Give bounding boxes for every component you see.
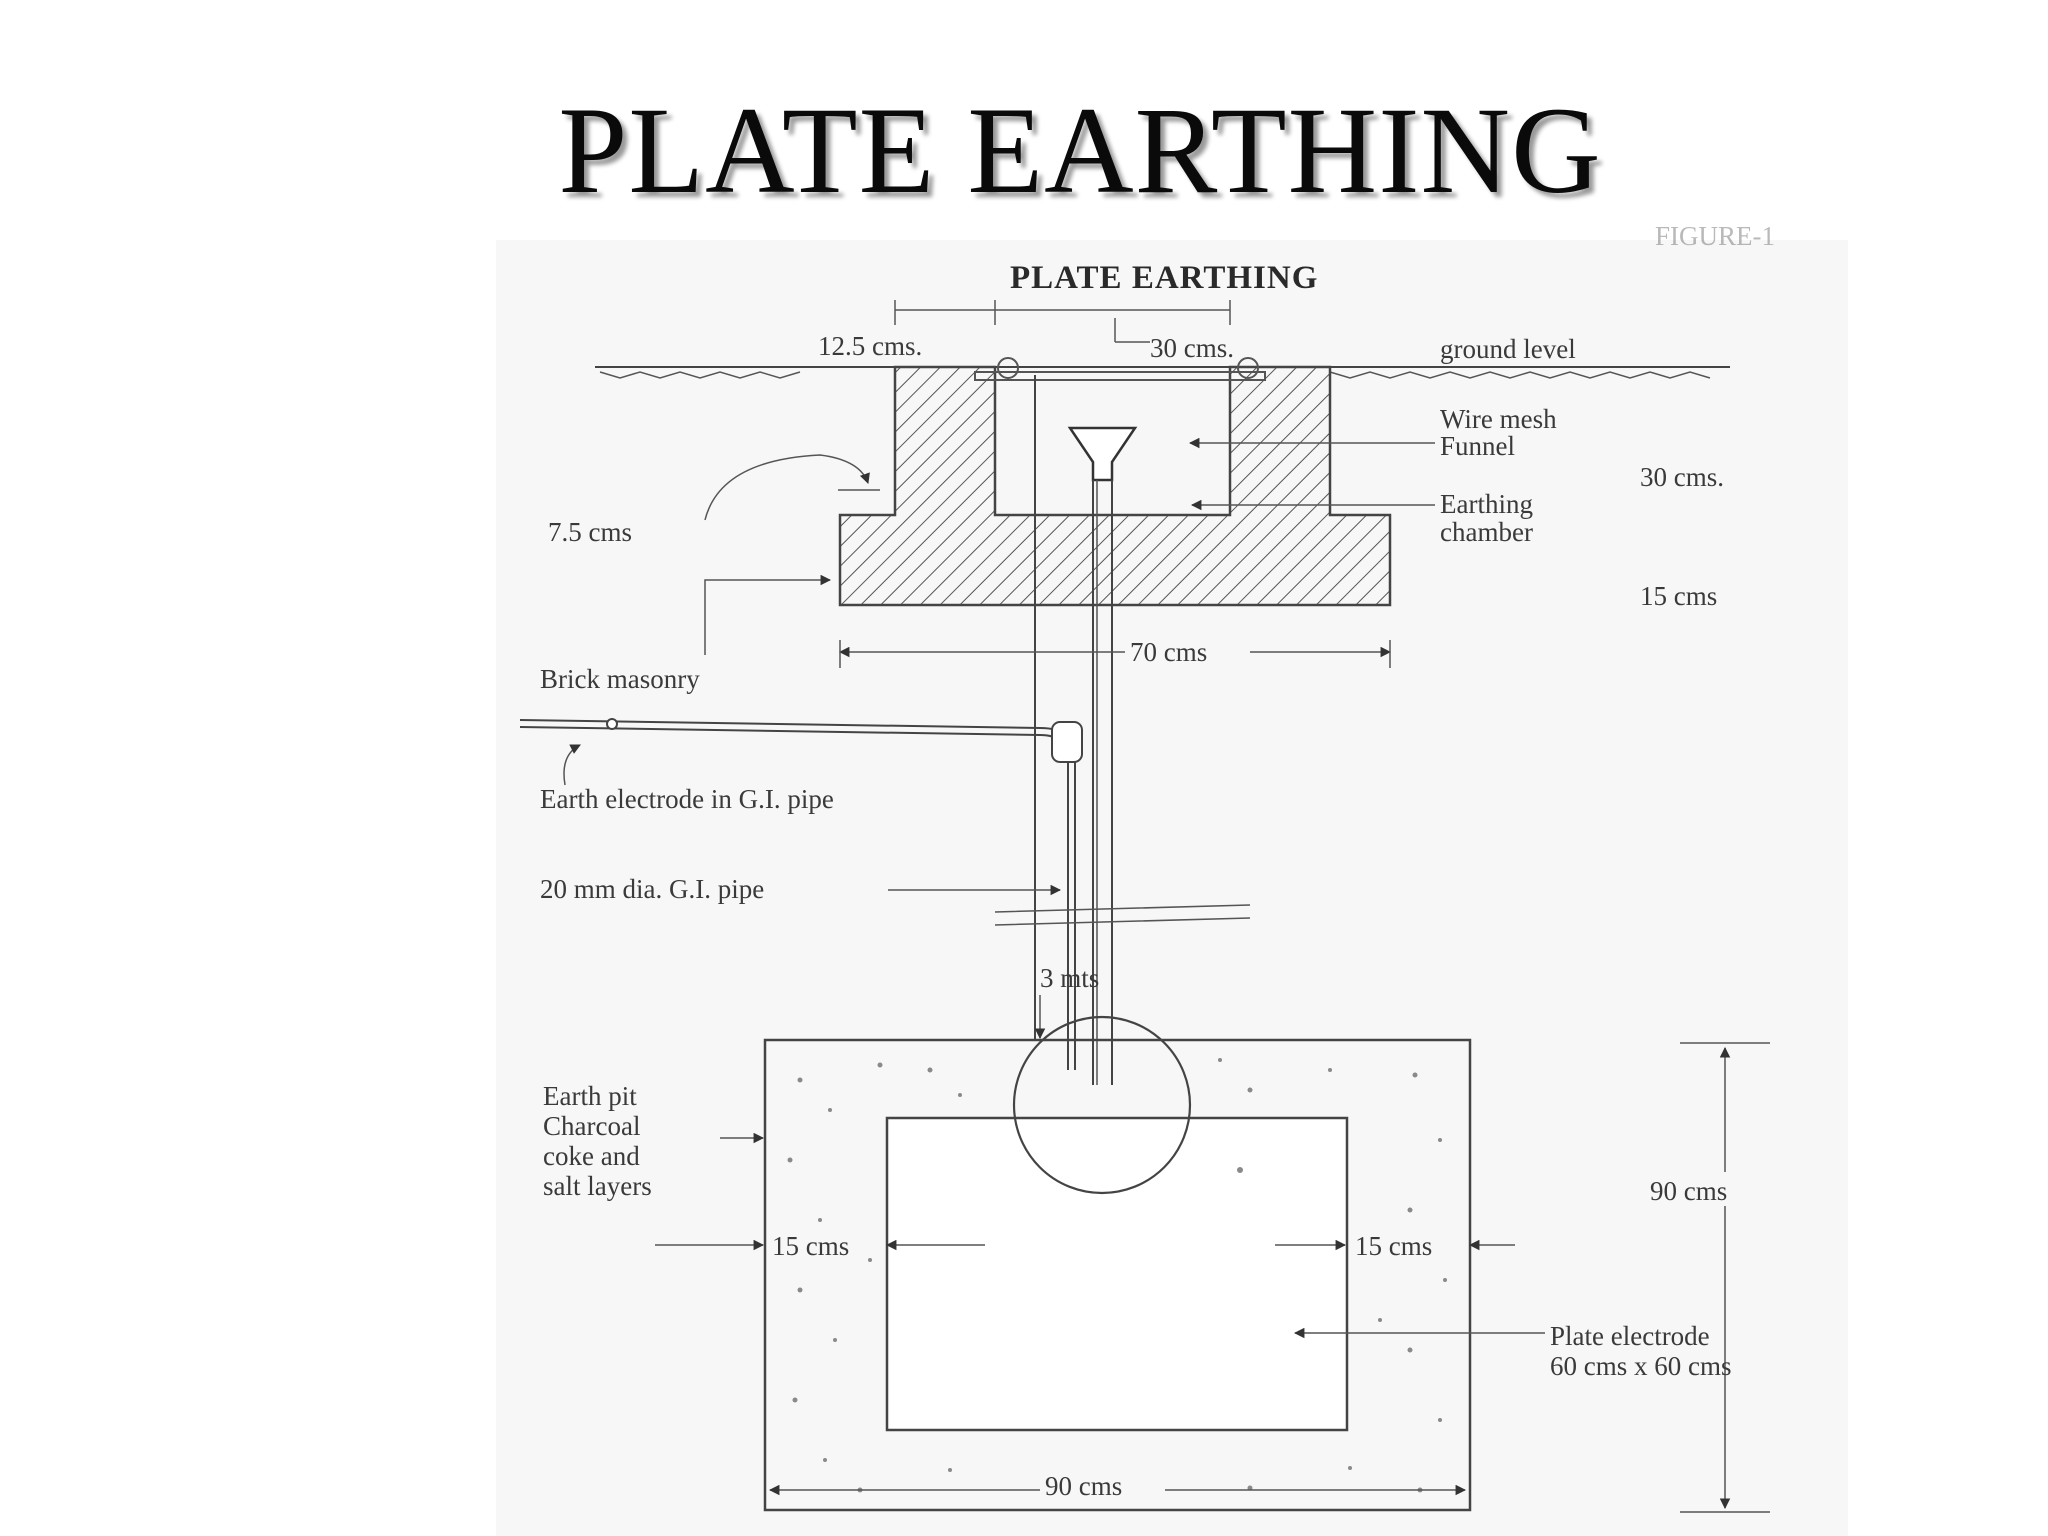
- label-chamber: chamber: [1440, 517, 1533, 547]
- label-3-mts: 3 mts: [1040, 963, 1099, 993]
- label-7-5-cms: 7.5 cms: [548, 517, 632, 547]
- gi-pipe-elbow: [1051, 721, 1083, 763]
- plate-electrode: [885, 1116, 1349, 1432]
- label-earth-pit-1: Earth pit: [543, 1081, 637, 1111]
- figure-heading: PLATE EARTHING: [1010, 260, 1318, 296]
- label-earthing: Earthing: [1440, 489, 1533, 519]
- cover-handle-right: [1237, 357, 1259, 379]
- ground-level-line: [595, 366, 1730, 379]
- label-earth-pit-3: coke and: [543, 1141, 640, 1171]
- label-70-cms: 70 cms: [1130, 637, 1207, 667]
- label-earth-pit-4: salt layers: [543, 1171, 652, 1201]
- label-plate-electrode-1: Plate electrode: [1550, 1321, 1710, 1351]
- label-15-cms-inner-right: 15 cms: [1355, 1231, 1432, 1261]
- label-30-cms-right: 30 cms.: [1640, 462, 1724, 492]
- label-wire-mesh: Wire mesh: [1440, 404, 1557, 434]
- label-funnel: Funnel: [1440, 431, 1515, 461]
- label-earth-pit-2: Charcoal: [543, 1111, 640, 1141]
- label-15-cms-right: 15 cms: [1640, 581, 1717, 611]
- label-90-cms-right: 90 cms: [1650, 1176, 1727, 1206]
- chamber-cover: [974, 371, 1266, 381]
- brick-masonry-chamber: [838, 365, 1392, 607]
- earth-pit: [763, 1038, 1472, 1512]
- corner-text: FIGURE-1: [1655, 221, 1775, 251]
- label-ground-level: ground level: [1440, 334, 1576, 364]
- label-earth-electrode: Earth electrode in G.I. pipe: [540, 784, 834, 814]
- label-90-cms-bottom: 90 cms: [1045, 1471, 1122, 1501]
- detail-circle: [1012, 1015, 1192, 1195]
- label-30-cms-top: 30 cms.: [1150, 333, 1234, 363]
- label-15-cms-left: 15 cms: [772, 1231, 849, 1261]
- label-gi-pipe: 20 mm dia. G.I. pipe: [540, 874, 764, 904]
- dimension-top: [894, 300, 1231, 343]
- slide-title: PLATE EARTHING: [558, 82, 1602, 219]
- label-brick-masonry: Brick masonry: [540, 664, 700, 694]
- cover-handle-left: [997, 357, 1019, 379]
- label-plate-electrode-2: 60 cms x 60 cms: [1550, 1351, 1732, 1381]
- label-12-5-cms: 12.5 cms.: [818, 331, 922, 361]
